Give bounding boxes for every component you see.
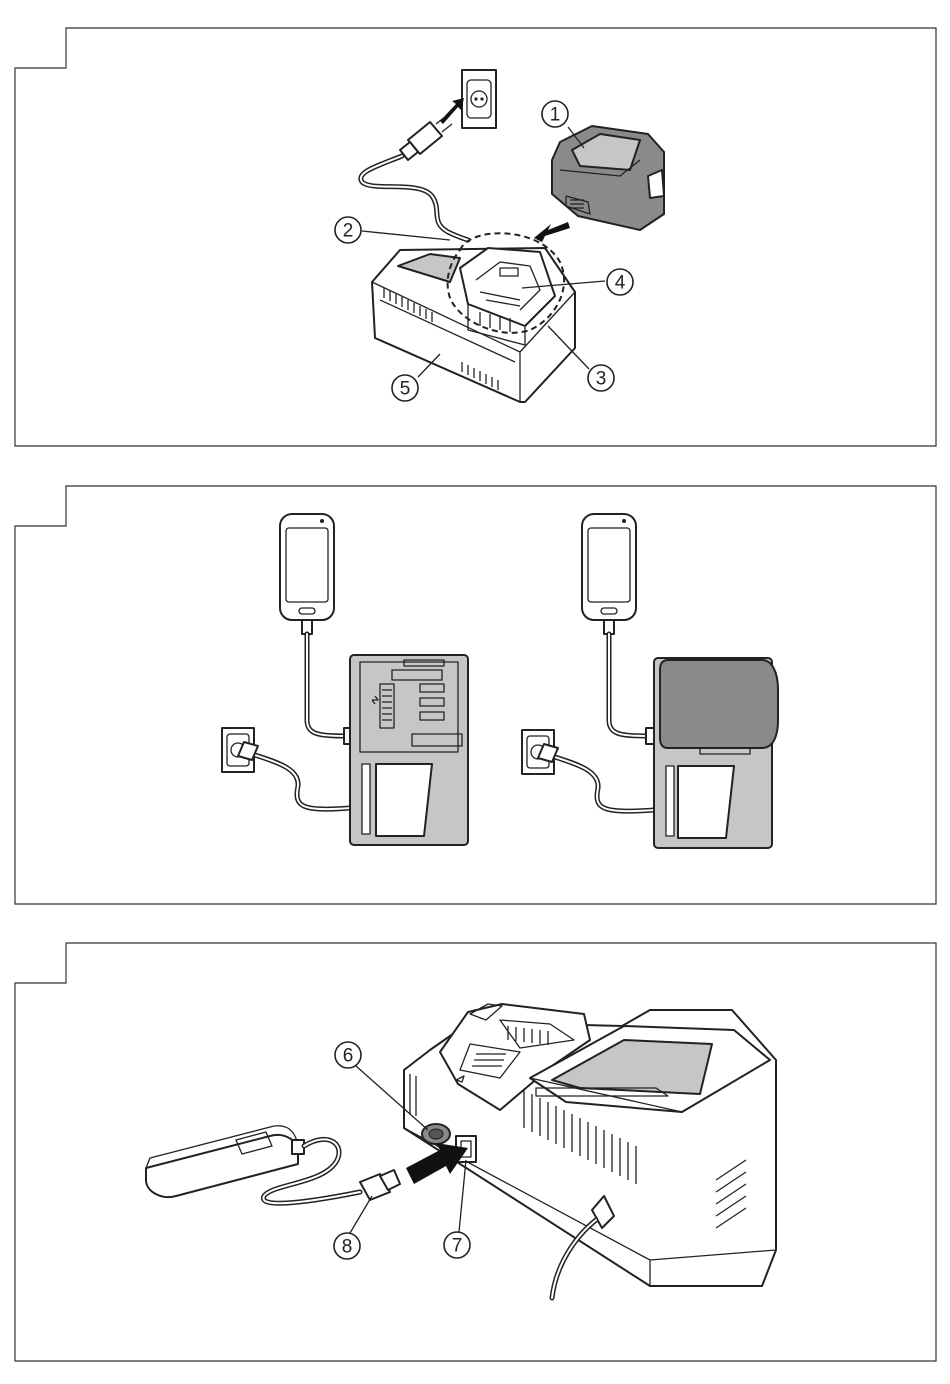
callout-2: 2 [335, 217, 361, 243]
svg-text:1: 1 [550, 105, 561, 126]
usb-connector-icon [360, 1170, 400, 1200]
callout-7: 7 [444, 1232, 470, 1258]
usb-cover-button-icon [422, 1124, 450, 1144]
callout-4: 4 [607, 269, 633, 295]
wall-socket-icon [462, 70, 496, 128]
leader-7 [459, 1160, 466, 1232]
usb-cable-left [307, 634, 344, 736]
charger-topview-left [350, 655, 468, 845]
svg-text:5: 5 [400, 379, 411, 400]
svg-text:3: 3 [596, 369, 607, 390]
svg-text:2: 2 [343, 221, 354, 242]
usb-cable-right [609, 634, 646, 736]
figure-3-panel: 6 7 8 [15, 943, 936, 1361]
insert-battery-arrow-icon [534, 222, 570, 242]
battery-pack [552, 126, 664, 230]
battery-attached-icon [660, 660, 778, 748]
smartphone-right-icon [582, 514, 636, 634]
callout-3: 3 [588, 365, 614, 391]
svg-text:4: 4 [615, 273, 626, 294]
leader-8 [350, 1196, 372, 1233]
figure-1-panel: 1 2 3 4 5 [15, 28, 936, 446]
figure-2-frame [15, 486, 936, 904]
figure-2-panel [15, 486, 936, 904]
smartphone-left-icon [280, 514, 334, 634]
svg-text:6: 6 [343, 1046, 354, 1067]
callout-8: 8 [334, 1233, 360, 1259]
callout-5: 5 [392, 375, 418, 401]
leader-2 [362, 231, 450, 240]
power-cord-right [546, 754, 654, 811]
power-cord [361, 156, 468, 240]
callout-1: 1 [542, 101, 568, 127]
plug-in-arrow-icon [440, 98, 464, 124]
svg-text:8: 8 [342, 1237, 353, 1258]
svg-text:7: 7 [452, 1236, 463, 1257]
callout-6: 6 [335, 1042, 361, 1068]
